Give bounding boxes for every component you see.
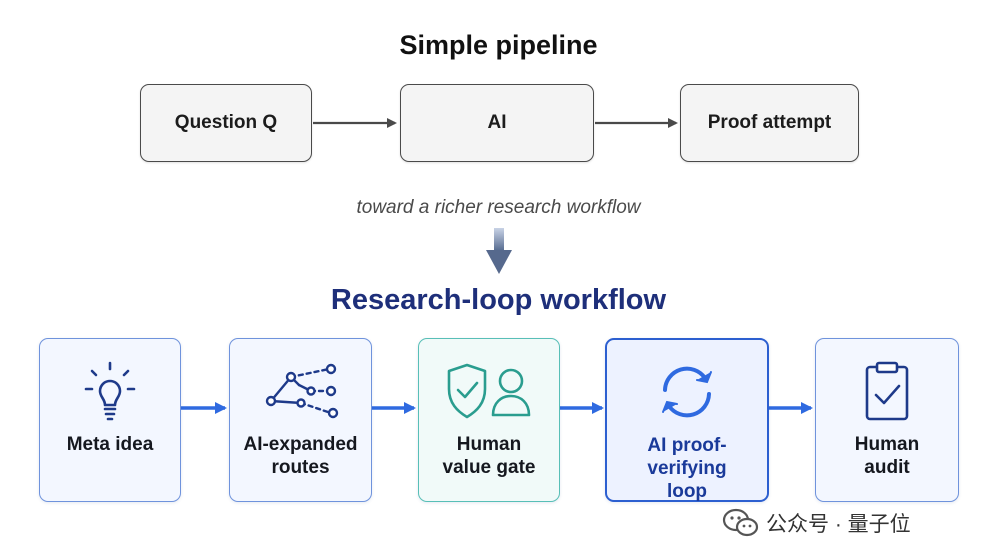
step-question-q: Question Q [140,84,312,162]
stage-human-audit: Human audit [815,338,959,502]
stage-human-value-gate: Human value gate [418,338,560,502]
stage-label: AI-expanded routes [243,434,358,478]
stage-label: AI proof-verifying loop [647,435,727,502]
stage-label: Meta idea [66,434,154,455]
clipboard-check-icon [816,359,958,423]
stage-ai-proof-verifying-loop: AI proof-verifying loop [605,338,769,502]
shield-person-icon [419,359,559,423]
transition-caption: toward a richer research workflow [356,197,641,218]
stage-ai-expanded-routes: AI-expanded routes [229,338,372,502]
step-proof-attempt: Proof attempt [680,84,859,162]
stage-label: Human value gate [442,434,536,478]
wechat-icon [722,508,759,537]
research-loop-title: Research-loop workflow [330,284,667,316]
watermark-text: 公众号 · 量子位 [766,513,911,536]
down-arrow-icon [486,228,512,274]
lightbulb-icon [40,359,180,423]
branching-routes-icon [230,359,371,423]
stage-meta-idea: Meta idea [39,338,181,502]
watermark: 公众号 · 量子位 [722,508,911,538]
step-ai: AI [400,84,594,162]
simple-pipeline-title: Simple pipeline [399,30,598,60]
refresh-cycle-icon [607,360,767,424]
stage-label: Human audit [854,434,920,478]
